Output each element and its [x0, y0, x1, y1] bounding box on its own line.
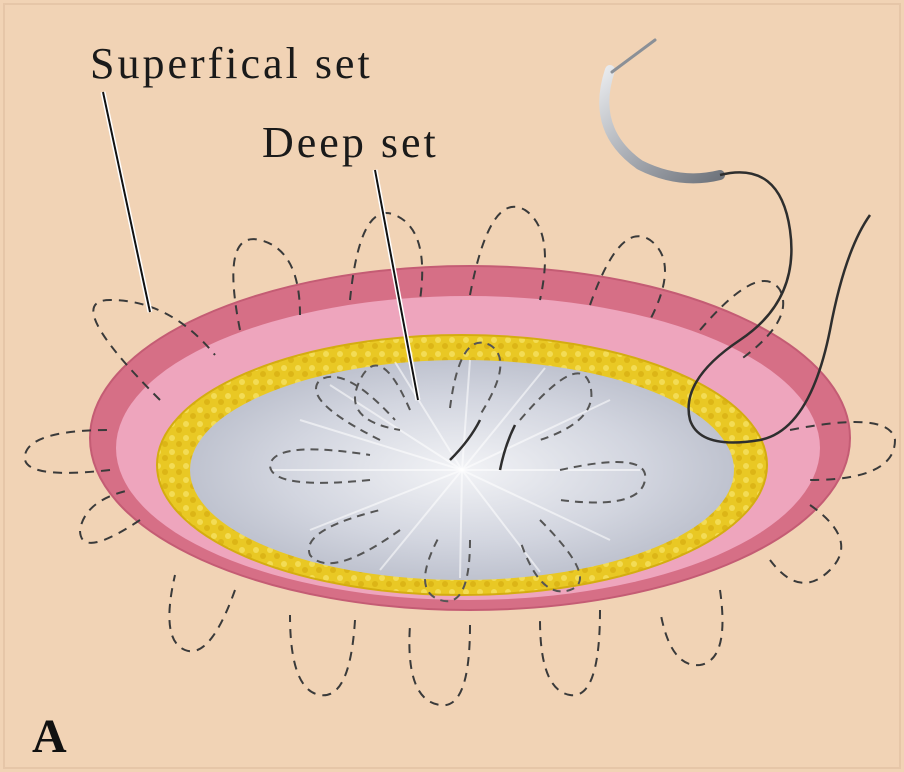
deep-set-label: Deep set — [262, 118, 439, 167]
superficial-set-label: Superfical set — [90, 39, 373, 88]
panel-letter: A — [32, 710, 67, 763]
